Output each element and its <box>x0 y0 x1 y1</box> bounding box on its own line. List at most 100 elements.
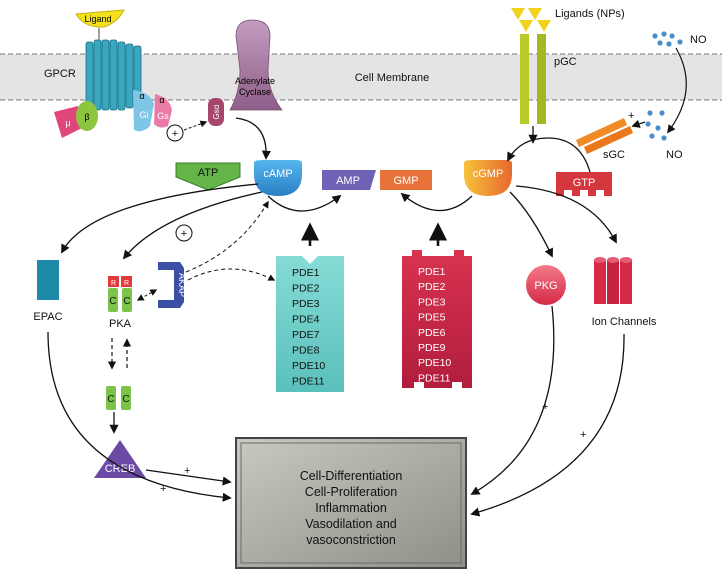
pka-r-left-label: R <box>111 280 116 287</box>
epac-label: EPAC <box>33 311 62 323</box>
cgmp-to-pkg-arrow <box>509 191 553 258</box>
outcome-item: Vasodilation and <box>305 517 397 531</box>
pde-cgmp-item: PDE5 <box>418 312 446 324</box>
pka-label: PKA <box>109 318 132 330</box>
ligand-triangle-1 <box>511 8 525 20</box>
cyclase-label-1: Adenylate <box>235 76 275 86</box>
free-c-left-label: C <box>107 394 114 405</box>
pde-camp-item: PDE8 <box>292 345 320 357</box>
pgc-right-chain <box>537 34 546 124</box>
gtp-to-cgmp-arrow <box>507 137 591 173</box>
plus-circle-gs <box>166 124 184 142</box>
pde-camp-item: PDE2 <box>292 283 320 295</box>
pde-camp-item: PDE11 <box>292 376 325 388</box>
ligand-shape <box>75 9 125 28</box>
gtp-node: GTP <box>556 172 612 196</box>
free-c-right-label: C <box>122 394 129 405</box>
atp-node: ATP <box>175 162 241 191</box>
amp-node: AMP <box>322 170 376 190</box>
plus-sign-pka: + <box>181 228 187 240</box>
camp-label: cAMP <box>263 168 292 180</box>
no-top-label: NO <box>690 34 707 46</box>
pde-cgmp-item: PDE2 <box>418 281 446 293</box>
pgc-label: pGC <box>554 56 577 68</box>
free-c-subunits: C C <box>106 386 131 410</box>
creb-to-outcome-arrow <box>145 469 232 486</box>
no-dots-top <box>652 31 683 47</box>
cgmp-label: cGMP <box>473 168 504 180</box>
gtp-label: GTP <box>573 177 596 189</box>
outcome-item: Cell-Proliferation <box>305 485 397 499</box>
pde-camp-item: PDE4 <box>292 314 320 326</box>
mu-subunit <box>54 106 82 138</box>
pkg: PKG <box>526 265 566 305</box>
gpcr: GPCR Ligand μ β α Gi α Gs Gsα + <box>44 9 224 142</box>
outcome-item: Cell-Differentiation <box>300 469 403 483</box>
gpcr-helices <box>85 39 142 111</box>
plus-sign-gs: + <box>172 128 178 140</box>
pka-c-left <box>108 288 118 312</box>
ligand-triangle-3 <box>519 20 533 32</box>
sgc-plus: + <box>628 110 634 122</box>
pgc: Ligands (NPs) pGC <box>511 8 625 144</box>
sgc-label: sGC <box>603 149 625 161</box>
pka-r-left <box>108 276 119 287</box>
gs-activation-arrow <box>183 120 208 131</box>
gs-label: Gs <box>157 111 169 121</box>
alpha-i-subunit <box>133 90 154 132</box>
camp-to-epac-arrow <box>61 183 259 254</box>
ion-channels: Ion Channels <box>592 257 657 328</box>
beta-subunit-label: β <box>84 112 89 122</box>
no-diffusion-arrow <box>666 47 687 134</box>
gi-label: Gi <box>140 110 149 120</box>
pde-cgmp-item: PDE11 <box>418 372 451 384</box>
ion-channels-label: Ion Channels <box>592 316 657 328</box>
pde-camp-item: PDE7 <box>292 329 320 341</box>
outcome-item: Inflammation <box>315 501 387 515</box>
ligand-label: Ligand <box>84 14 111 24</box>
pde-cgmp-item: PDE6 <box>418 327 446 339</box>
creb-label: CREB <box>105 463 136 475</box>
pkg-plus: + <box>542 401 548 413</box>
mu-subunit-label: μ <box>65 118 70 128</box>
epac-plus: + <box>160 483 166 495</box>
alpha-i-label: α <box>139 91 144 101</box>
camp-node: cAMP <box>254 160 302 196</box>
pka-r-right-label: R <box>124 280 129 287</box>
akap-to-pde-arrow <box>187 268 276 281</box>
epac: EPAC <box>33 260 63 323</box>
pde-camp-item: PDE10 <box>292 360 325 372</box>
watermark: 知乎 @虎爸说药 <box>563 536 672 553</box>
pde-camp-item: PDE1 <box>292 267 320 279</box>
creb: CREB <box>94 440 146 478</box>
pka-r-right <box>121 276 132 287</box>
no-to-sgc-arrow <box>631 119 646 128</box>
free-c-left <box>106 386 116 410</box>
plus-circle-pka <box>175 224 193 242</box>
alpha-s-label: α <box>159 95 164 105</box>
gmp-node: GMP <box>380 170 432 190</box>
ligands-nps-label: Ligands (NPs) <box>555 8 625 20</box>
epac-to-outcome-arrow <box>47 331 232 502</box>
sgc: sGC + <box>576 110 646 161</box>
amp-label: AMP <box>336 175 360 187</box>
ligand-triangle-2 <box>528 8 542 20</box>
cyclase-to-camp-arrow <box>235 117 271 160</box>
outcome-item: vasoconstriction <box>306 533 396 547</box>
pde-cgmp-item: PDE3 <box>418 296 446 308</box>
creb-plus: + <box>184 465 190 477</box>
ion-channels-to-outcome-arrow <box>470 333 625 517</box>
no-bottom-label: NO <box>666 149 683 161</box>
akap-pka-arrow <box>136 289 158 301</box>
pka-c-left-label: C <box>109 296 116 307</box>
gs-alpha <box>208 98 224 126</box>
ligand-triangle-4 <box>537 20 551 32</box>
channel-1 <box>594 260 606 304</box>
outcome-box: Cell-DifferentiationCell-ProliferationIn… <box>235 437 467 569</box>
gpcr-label: GPCR <box>44 68 76 80</box>
adenylate-cyclase: Adenylate Cyclase <box>229 19 283 111</box>
pka: R R C C PKA <box>108 276 132 330</box>
